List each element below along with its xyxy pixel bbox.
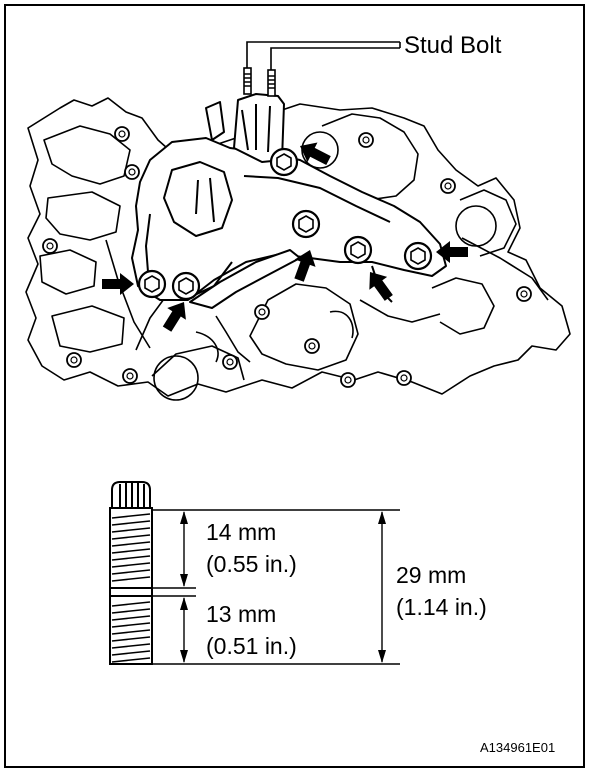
arrow-icon: [102, 273, 134, 295]
thread-line: [111, 608, 151, 614]
thread-line: [111, 629, 151, 635]
total-length-mm: 29 mm: [396, 562, 467, 588]
thread-line: [111, 534, 151, 540]
thread-line: [111, 576, 151, 582]
thread-line: [111, 541, 151, 547]
lower-length-mm: 13 mm: [206, 601, 277, 627]
arrow-icon: [157, 296, 194, 335]
thread-line: [111, 569, 151, 575]
thread-line: [111, 520, 151, 526]
lower-length-in: (0.51 in.): [206, 633, 297, 659]
thread-line: [111, 562, 151, 568]
total-length-in: (1.14 in.): [396, 594, 487, 620]
upper-length-mm: 14 mm: [206, 519, 277, 545]
arrow-icon: [361, 265, 398, 305]
thread-line: [111, 622, 151, 628]
thread-line: [111, 650, 151, 656]
thread-line: [111, 527, 151, 533]
stud-bolts: [243, 67, 276, 97]
upper-length-in: (0.55 in.): [206, 551, 297, 577]
thread-line: [111, 555, 151, 561]
stud-bolt-leader: [246, 41, 401, 70]
thread-line: [111, 601, 151, 607]
thread-line: [111, 513, 151, 519]
thread-line: [111, 615, 151, 621]
dimension-arrowheads: [180, 511, 386, 663]
stud-bolt-threads: [111, 513, 151, 663]
engine-block: [25, 97, 571, 401]
thread-line: [111, 548, 151, 554]
figure-frame: [4, 4, 585, 768]
figure-code: A134961E01: [480, 740, 556, 755]
thread-line: [111, 657, 151, 663]
thread-line: [111, 636, 151, 642]
stud-bolt-label: Stud Bolt: [404, 32, 502, 59]
thread-line: [111, 643, 151, 649]
